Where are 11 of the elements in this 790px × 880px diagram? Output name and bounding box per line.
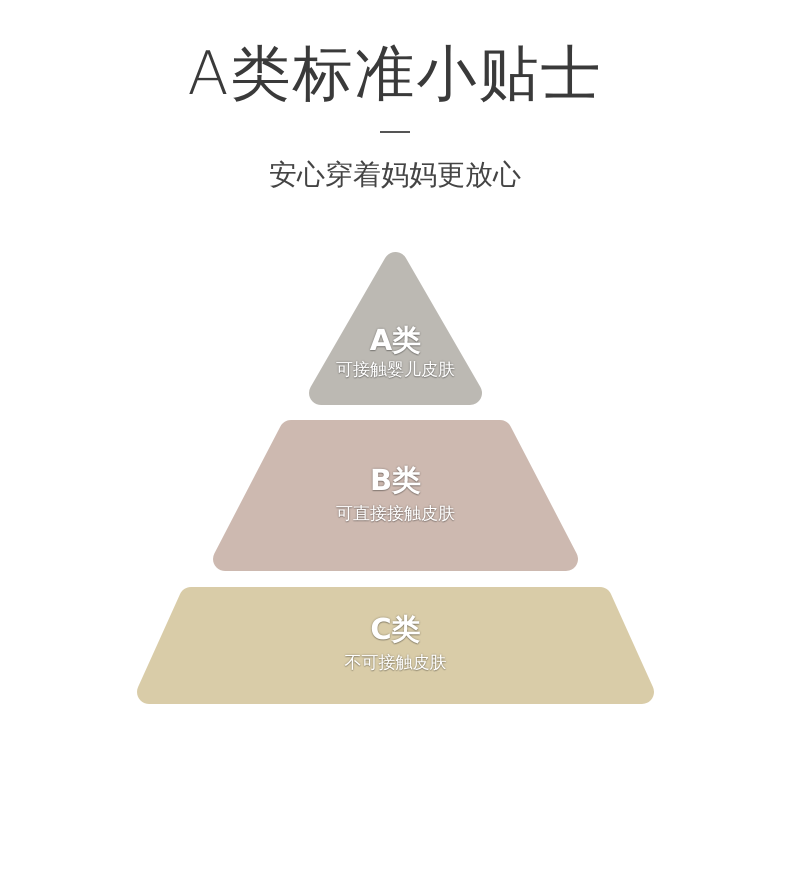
tier-description: 可直接接触皮肤: [336, 505, 455, 525]
trapezoid-tier: [213, 420, 578, 571]
subtitle-text: 安心穿着妈妈更放心: [269, 159, 521, 192]
triangle-tier: [309, 252, 482, 405]
tier-heading: B类: [370, 464, 422, 498]
tier-description: 可接触婴儿皮肤: [336, 361, 455, 381]
tier-heading: A类: [370, 324, 422, 358]
page-title: A类标准小贴士: [187, 40, 603, 109]
trapezoid-tier: [137, 587, 654, 704]
tier-description: 不可接触皮肤: [344, 654, 446, 674]
tier-heading: C类: [370, 613, 421, 646]
